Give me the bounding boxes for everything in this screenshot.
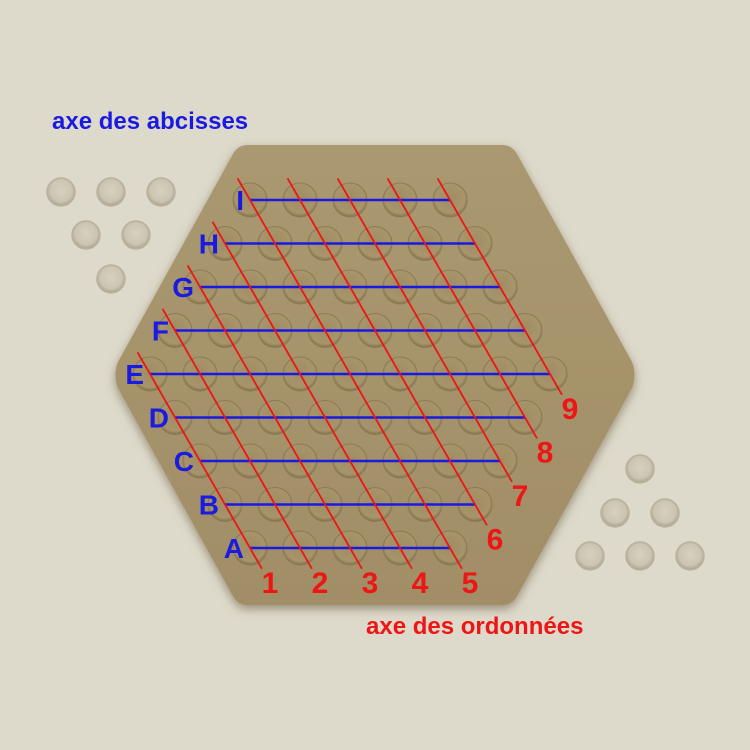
column-line-3: [186, 264, 363, 570]
reserve-pit: [575, 541, 605, 571]
reserve-pit: [46, 177, 76, 207]
row-label: F: [152, 316, 169, 347]
column-lines: [136, 177, 563, 570]
row-label: H: [199, 229, 219, 260]
reserve-pit: [96, 264, 126, 294]
column-label: 1: [262, 567, 279, 600]
column-label: 6: [487, 523, 504, 556]
row-label: G: [172, 272, 194, 303]
column-label: 9: [562, 393, 579, 426]
reserve-pit: [96, 177, 126, 207]
column-line-8: [386, 177, 538, 439]
reserve-pit: [650, 498, 680, 528]
abscissa-axis-caption: axe des abcisses: [52, 108, 249, 135]
row-label: E: [125, 359, 144, 390]
column-line-7: [336, 177, 513, 483]
column-line-9: [436, 177, 563, 396]
row-label: D: [149, 403, 169, 434]
column-line-1: [136, 351, 263, 570]
column-label: 8: [537, 436, 554, 469]
row-label: B: [199, 490, 219, 521]
column-line-4: [211, 221, 413, 570]
column-label: 7: [512, 480, 529, 513]
row-label: C: [174, 446, 194, 477]
reserve-pits-top-left: [46, 177, 176, 294]
column-line-2: [161, 308, 313, 570]
row-label: I: [236, 185, 244, 216]
row-label: A: [224, 533, 244, 564]
reserve-pit: [146, 177, 176, 207]
column-label: 4: [412, 567, 429, 600]
column-line-6: [286, 177, 488, 526]
column-label: 3: [362, 567, 379, 600]
column-line-5: [236, 177, 463, 570]
reserve-pit: [675, 541, 705, 571]
column-label: 5: [462, 567, 479, 600]
reserve-pit: [600, 498, 630, 528]
ordinate-axis-caption: axe des ordonnées: [366, 613, 584, 640]
reserve-pit: [121, 220, 151, 250]
reserve-pits-bottom-right: [575, 454, 705, 571]
reserve-pit: [625, 541, 655, 571]
reserve-pit: [71, 220, 101, 250]
column-label: 2: [312, 567, 329, 600]
reserve-pit: [625, 454, 655, 484]
